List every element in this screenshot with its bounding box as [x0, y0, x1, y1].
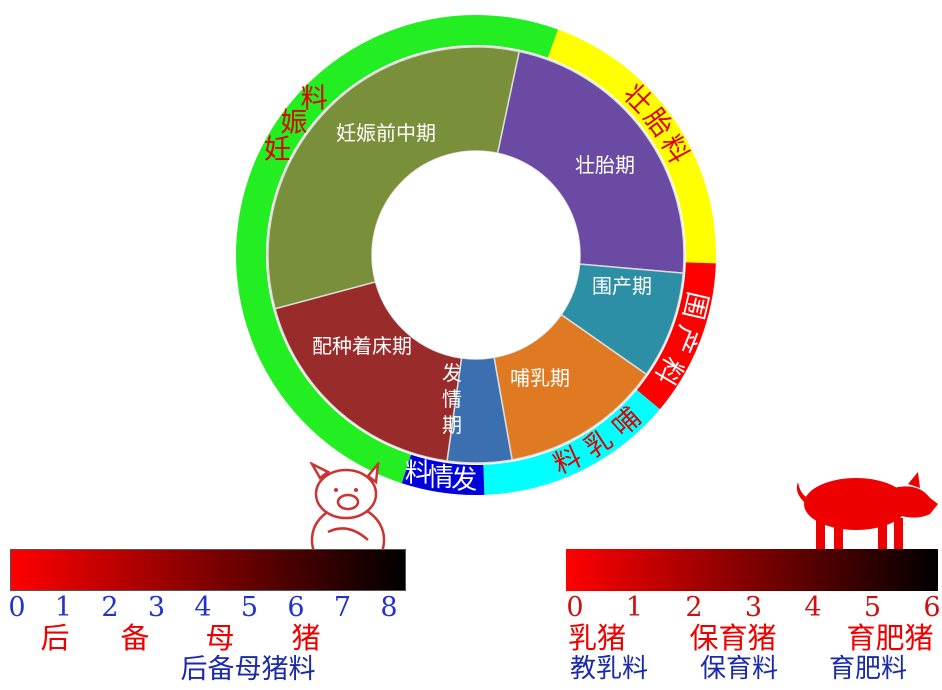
left-stage-char: 母	[205, 621, 235, 655]
left-feed-label: 后备母猪料	[180, 654, 316, 685]
left-tick-2: 2	[101, 592, 119, 623]
inner-label-lactation: 哺乳期	[510, 366, 570, 390]
left-feed-label-row: 后备母猪料	[0, 656, 420, 690]
right-feed-labels: 教乳料 保育料 育肥料	[0, 656, 942, 690]
inner-stage-ring	[267, 46, 685, 464]
svg-text:妊: 妊	[264, 134, 291, 165]
right-stage-labels: 乳猪 保育猪 育肥猪	[0, 624, 942, 658]
inner-label-strong-fetus: 壮胎期	[575, 153, 635, 177]
svg-text:料: 料	[405, 458, 431, 488]
left-stage-char: 猪	[291, 621, 321, 655]
right-stage-label: 乳猪	[567, 621, 627, 655]
right-tick-5: 5	[863, 592, 882, 623]
inner-label-estrus: 发情期	[442, 361, 462, 437]
right-tick-4: 4	[804, 592, 822, 623]
right-feed-label: 保育料	[699, 654, 779, 684]
outer-feed-ring	[236, 15, 716, 495]
right-stage-label: 育肥猪	[846, 621, 934, 655]
svg-text:情: 情	[428, 463, 454, 493]
left-tick-6: 6	[287, 592, 305, 623]
left-stage-labels: 后备母猪	[0, 624, 420, 658]
left-tick-5: 5	[240, 592, 259, 623]
inner-label-perinatal: 围产期	[592, 274, 652, 298]
right-tick-6: 6	[923, 592, 941, 623]
right-tick-0: 0	[566, 592, 584, 623]
outer-label-feed-estrus: 发情料	[405, 458, 477, 495]
left-growth-bar	[10, 549, 406, 591]
right-feed-label: 育肥料	[828, 654, 908, 684]
feeding-stage-donut: 妊娠前中期壮胎期围产期哺乳期发情期配种着床期 妊娠料壮胎料围产料哺乳料发情料	[236, 15, 716, 496]
left-tick-3: 3	[147, 592, 166, 623]
outer-segment-feed-lactation	[483, 389, 660, 495]
left-tick-0: 0	[8, 592, 26, 623]
right-feed-label: 教乳料	[569, 654, 649, 684]
outer-label-feed-gestation: 妊娠料	[264, 84, 328, 166]
right-tick-2: 2	[685, 592, 703, 623]
svg-text:娠: 娠	[280, 108, 307, 139]
left-stage-char: 备	[120, 621, 150, 655]
right-tick-1: 1	[625, 592, 644, 623]
outer-segment-feed-perinatal	[636, 262, 716, 410]
outer-segment-feed-strong-fetus	[547, 29, 716, 264]
left-tick-4: 4	[194, 592, 212, 623]
left-tick-8: 8	[380, 592, 398, 623]
left-tick-7: 7	[333, 592, 352, 623]
donut-hole	[372, 151, 580, 359]
right-stage-label: 保育猪	[689, 621, 777, 655]
right-tick-3: 3	[744, 592, 763, 623]
inner-label-early-gestation: 妊娠前中期	[336, 121, 436, 145]
inner-label-breeding: 配种着床期	[312, 334, 412, 358]
outer-segment-feed-estrus	[401, 454, 485, 495]
svg-text:发: 发	[451, 466, 477, 496]
svg-text:料: 料	[301, 84, 328, 115]
left-stage-char: 后	[40, 621, 70, 655]
right-growth-bar	[566, 549, 938, 591]
pig-icon	[796, 472, 938, 550]
left-tick-1: 1	[54, 592, 73, 623]
